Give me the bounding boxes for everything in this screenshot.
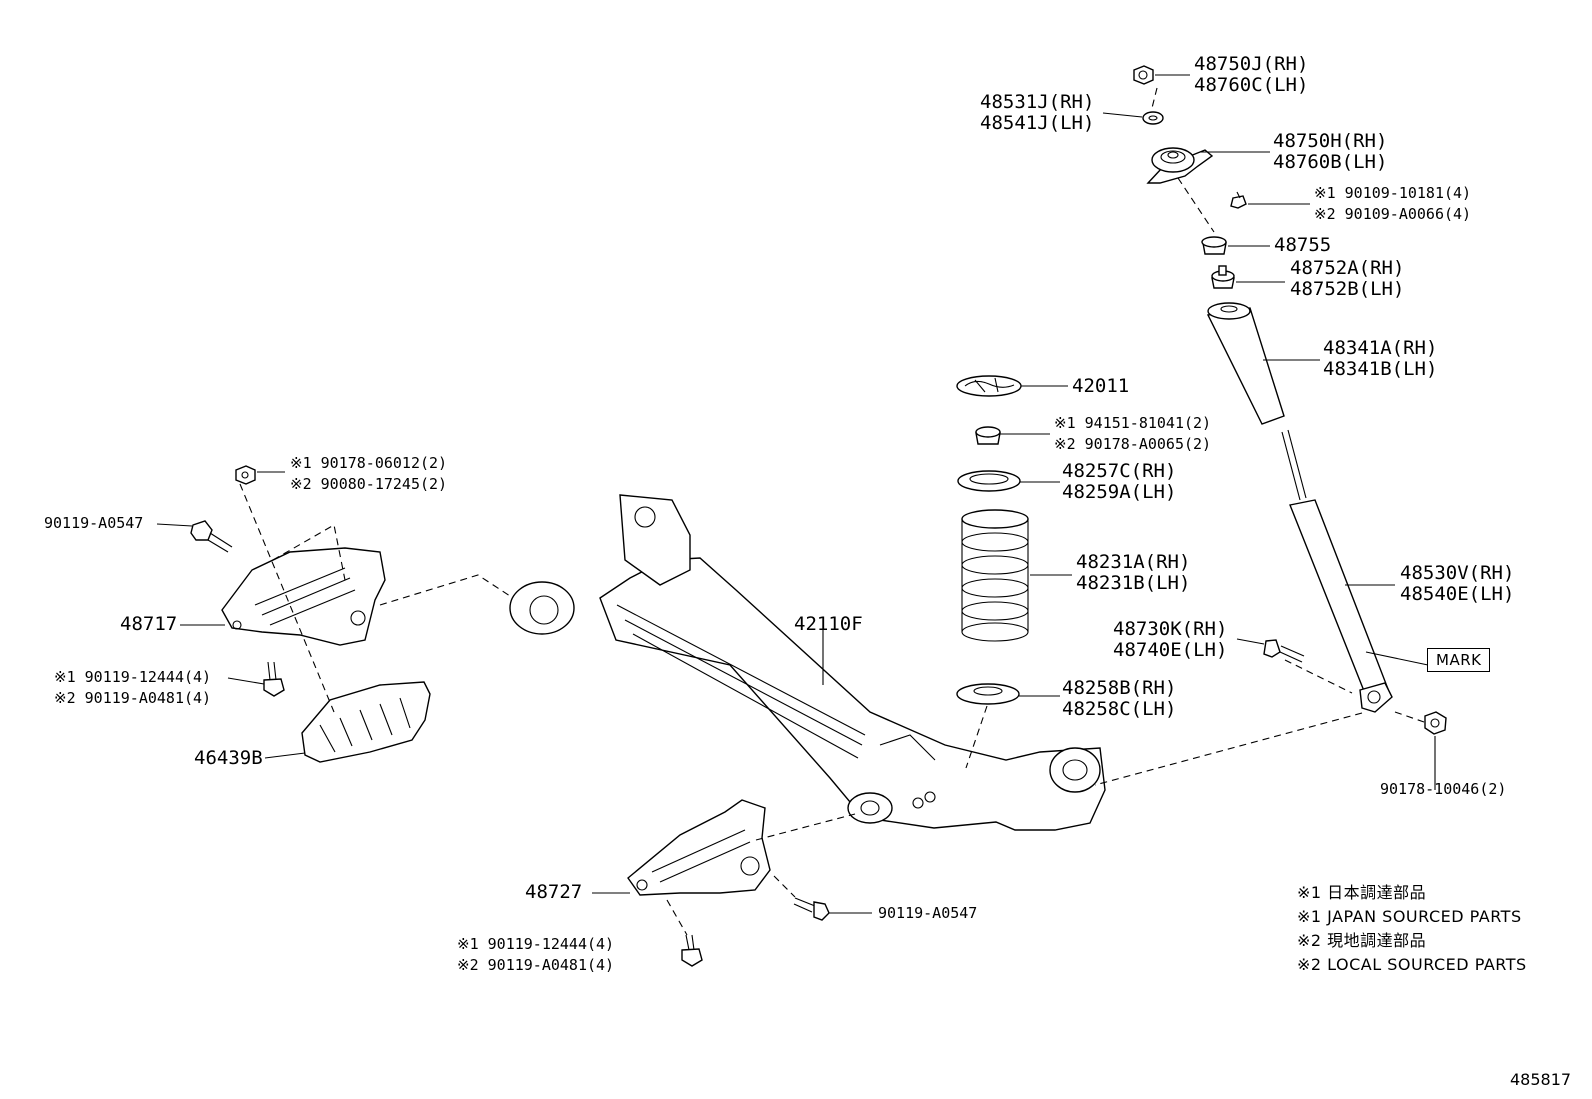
label-right-bracket-bolt-1: ※1 90119-12444(4): [457, 935, 615, 953]
right-bracket-lower-bolt: [681, 934, 703, 967]
absorber-lower-nut: [1424, 711, 1447, 790]
label-absorber-rh: 48530V(RH): [1400, 562, 1515, 584]
left-bracket-lower-bolt: [227, 661, 285, 697]
label-support-bolt-1: ※1 90109-10181(4): [1314, 184, 1472, 202]
label-nut-rh: 48750J(RH): [1194, 53, 1309, 75]
label-boot-lh: 48341B(LH): [1323, 358, 1438, 380]
label-bracket-nut-2: ※2 90080-17245(2): [290, 475, 448, 493]
dashed-guide-lines: [239, 87, 1425, 936]
spring-bumper-cushion: [1201, 236, 1270, 255]
label-boot-rh: 48341A(RH): [1323, 337, 1438, 359]
label-left-bracket: 48717: [120, 613, 178, 635]
label-spring-seat: 42011: [1072, 375, 1130, 397]
heat-insulator: [264, 681, 431, 763]
label-support-rh: 48750H(RH): [1273, 130, 1388, 152]
label-lower-insulator-lh: 48258C(LH): [1062, 698, 1177, 720]
label-lower-insulator-rh: 48258B(RH): [1062, 677, 1177, 699]
lower-insulator: [956, 683, 1060, 705]
left-bracket-bolt: [156, 520, 233, 553]
nut-top: [1133, 65, 1190, 85]
label-washer-rh: 48531J(RH): [980, 91, 1095, 113]
label-absorber-bolt-lh: 48740E(LH): [1113, 639, 1228, 661]
right-bracket-bolt: [793, 897, 872, 921]
label-nut-lh: 48760C(LH): [1194, 74, 1309, 96]
left-bracket-nut: [235, 465, 285, 485]
label-bracket-nut-1: ※1 90178-06012(2): [290, 454, 448, 472]
label-absorber-lh: 48540E(LH): [1400, 583, 1515, 605]
spring-seat: [956, 375, 1068, 397]
label-spring-rh: 48231A(RH): [1076, 551, 1191, 573]
label-heat-insulator: 46439B: [194, 747, 263, 769]
legend-note-3: ※2 現地調達部品: [1297, 931, 1427, 950]
label-upper-insulator-rh: 48257C(RH): [1062, 460, 1177, 482]
label-bumper-lh: 48752B(LH): [1290, 278, 1405, 300]
label-bracket-bolt-right: 90119-A0547: [878, 904, 978, 922]
label-absorber-nut: 90178-10046(2): [1380, 780, 1507, 798]
label-left-bracket-bolt-1: ※1 90119-12444(4): [54, 668, 212, 686]
label-bracket-bolt-left: 90119-A0547: [44, 514, 144, 532]
upper-insulator: [957, 470, 1060, 492]
strut-upper-support: [1146, 147, 1270, 184]
label-absorber-bolt-rh: 48730K(RH): [1113, 618, 1228, 640]
legend-note-1: ※1 日本調達部品: [1297, 883, 1427, 902]
label-upper-insulator-lh: 48259A(LH): [1062, 481, 1177, 503]
spring-stopper: [975, 426, 1050, 445]
label-spring-lh: 48231B(LH): [1076, 572, 1191, 594]
absorber-lower-bolt: [1236, 638, 1305, 663]
label-stopper-1: ※1 94151-81041(2): [1054, 414, 1212, 432]
label-support-bolt-2: ※2 90109-A0066(4): [1314, 205, 1472, 223]
label-right-bracket: 48727: [525, 881, 583, 903]
label-cushion: 48755: [1274, 234, 1332, 256]
dust-boot: [1206, 302, 1320, 425]
diagram-reference-number: 485817: [1510, 1070, 1572, 1089]
coil-spring: [961, 509, 1072, 642]
legend-note-2: ※1 JAPAN SOURCED PARTS: [1297, 907, 1522, 926]
right-bracket: [592, 799, 771, 896]
left-bracket: [180, 547, 386, 646]
label-support-lh: 48760B(LH): [1273, 151, 1388, 173]
spring-bumper: [1211, 265, 1285, 289]
axle-beam: [509, 494, 1106, 831]
shock-absorber: [1281, 429, 1429, 713]
label-stopper-2: ※2 90178-A0065(2): [1054, 435, 1212, 453]
label-axle-beam: 42110F: [794, 613, 863, 635]
support-bolt: [1230, 191, 1310, 209]
label-left-bracket-bolt-2: ※2 90119-A0481(4): [54, 689, 212, 707]
legend-note-4: ※2 LOCAL SOURCED PARTS: [1297, 955, 1527, 974]
mark-label: MARK: [1427, 648, 1491, 672]
label-right-bracket-bolt-2: ※2 90119-A0481(4): [457, 956, 615, 974]
label-bumper-rh: 48752A(RH): [1290, 257, 1405, 279]
washer-top: [1102, 111, 1164, 125]
label-washer-lh: 48541J(LH): [980, 112, 1095, 134]
